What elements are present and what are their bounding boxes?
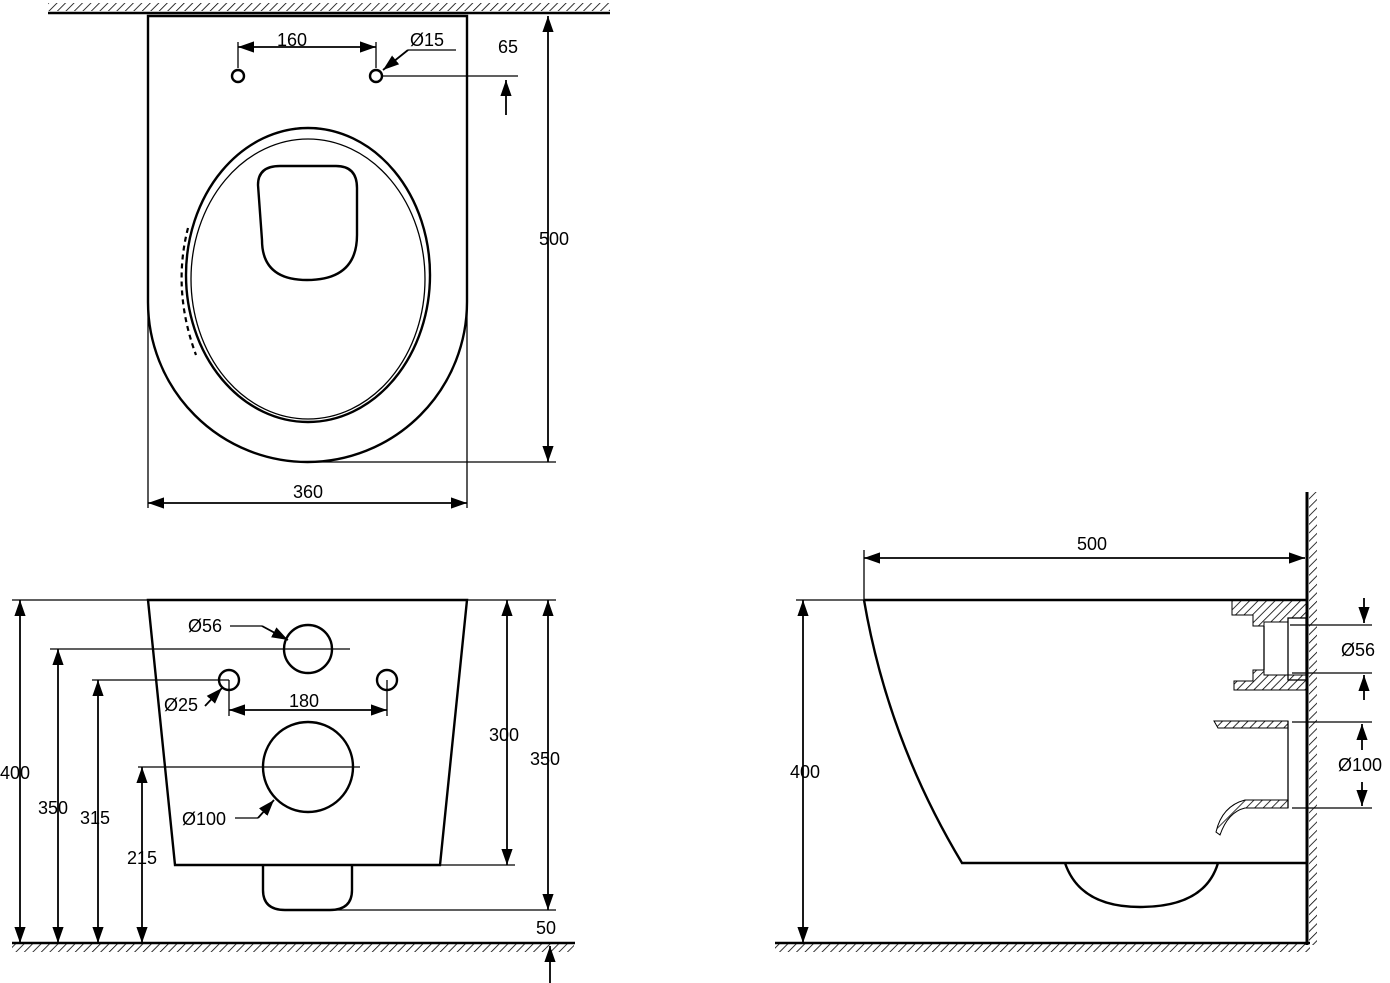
side-foot (1063, 862, 1220, 909)
dim-side-depth: 500 (1077, 534, 1107, 554)
side-floor-hatch (775, 944, 1310, 952)
side-view: Ø56 Ø100 500 400 (775, 492, 1382, 952)
label-side-outlet-lower: Ø100 (1338, 755, 1382, 775)
side-outline (862, 598, 1307, 865)
floor-hatch (12, 944, 574, 952)
lid-opening (256, 164, 359, 282)
dim-upper-outlet-height: 350 (38, 798, 68, 818)
ceiling-hatch (48, 3, 610, 11)
front-view: 400 350 315 215 180 Ø56 Ø25 Ø100 300 350… (0, 598, 575, 983)
label-outlet-upper: Ø56 (188, 616, 222, 636)
seat-inner (190, 138, 426, 420)
dim-width: 360 (293, 482, 323, 502)
dim-hole-diameter: Ø15 (410, 30, 444, 50)
dim-side-height: 400 (790, 762, 820, 782)
dim-body-height: 300 (489, 725, 519, 745)
wall-hatch (1309, 492, 1317, 945)
dim-lower-outlet-height: 215 (127, 848, 157, 868)
dim-length: 500 (539, 229, 569, 249)
dim-foot-clearance: 50 (536, 918, 556, 938)
label-side-outlet-upper: Ø56 (1341, 640, 1375, 660)
label-outlet-lower: Ø100 (182, 809, 226, 829)
fixing-hole-right (368, 68, 384, 84)
seat-outer (184, 126, 432, 424)
fixing-hole-left (230, 68, 246, 84)
top-view: 160 Ø15 65 500 360 (48, 3, 610, 509)
dim-bolt-spacing: 180 (289, 691, 319, 711)
hinge-hidden-line (180, 227, 198, 356)
front-foot (261, 865, 354, 912)
dim-total-height: 400 (0, 763, 30, 783)
dim-bolt-height: 315 (80, 808, 110, 828)
label-bolt-hole: Ø25 (164, 695, 198, 715)
dim-hole-spacing: 160 (277, 30, 307, 50)
dim-hole-offset: 65 (498, 37, 518, 57)
dim-right-height: 350 (530, 749, 560, 769)
